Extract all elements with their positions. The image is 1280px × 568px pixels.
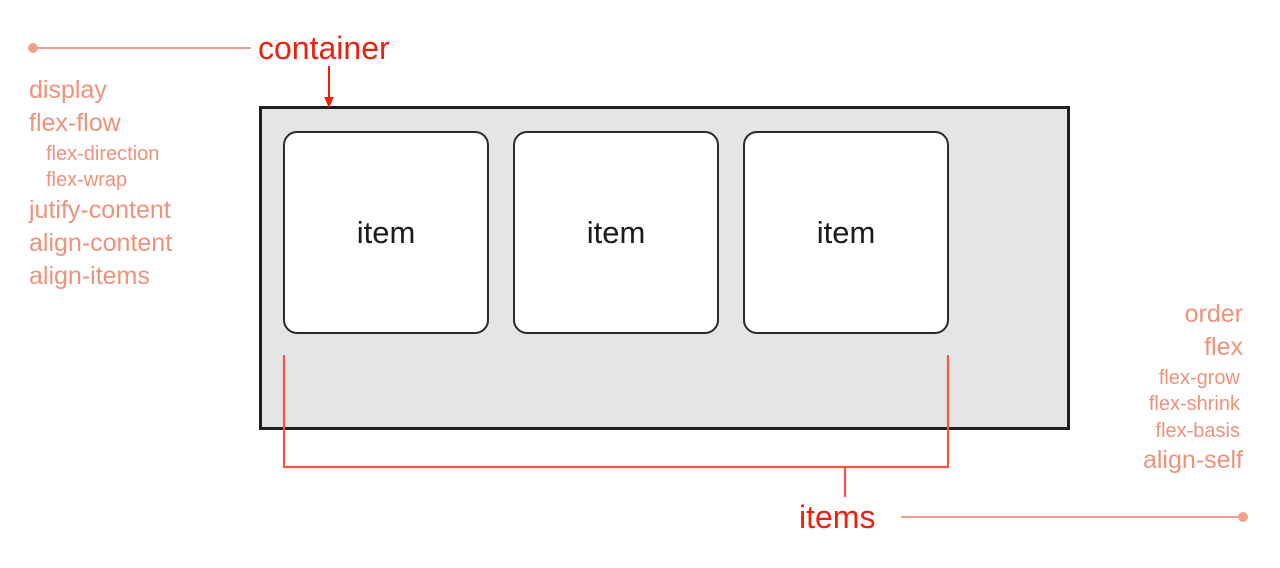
flex-item-2-label: item <box>586 214 646 250</box>
items-leader-line <box>901 516 1243 518</box>
property-order: order <box>1184 300 1243 328</box>
container-property-list: display flex-flow flex-direction flex-wr… <box>29 74 172 293</box>
property-flex: flex <box>1204 333 1243 362</box>
property-flex-direction: flex-direction <box>46 142 160 165</box>
property-flex-shrink: flex-shrink <box>1148 393 1240 416</box>
container-leader-line <box>33 47 251 49</box>
property-flex-flow: flex-flow <box>29 109 121 138</box>
container-callout-label: container <box>258 30 390 66</box>
flex-item-3-label: item <box>816 214 876 250</box>
container-arrow-icon <box>324 66 334 108</box>
flex-item-3: item <box>743 131 949 334</box>
property-flex-grow: flex-grow <box>1158 366 1240 389</box>
flex-item-1-label: item <box>356 214 416 250</box>
property-align-items: align-items <box>29 262 150 291</box>
items-bracket <box>282 355 950 497</box>
property-flex-basis: flex-basis <box>1155 419 1240 442</box>
flex-item-2: item <box>513 131 719 334</box>
property-justify-content: jutify-content <box>29 195 171 224</box>
items-callout-label: items <box>799 499 876 535</box>
item-property-list: order flex flex-grow flex-shrink flex-ba… <box>1143 298 1243 478</box>
flex-container-box: item item item <box>259 106 1070 430</box>
property-align-content: align-content <box>29 228 173 257</box>
flex-item-1: item <box>283 131 489 334</box>
property-display: display <box>29 76 107 104</box>
property-align-self: align-self <box>1142 446 1243 475</box>
items-leader-dot <box>1238 512 1248 522</box>
property-flex-wrap: flex-wrap <box>46 169 128 192</box>
